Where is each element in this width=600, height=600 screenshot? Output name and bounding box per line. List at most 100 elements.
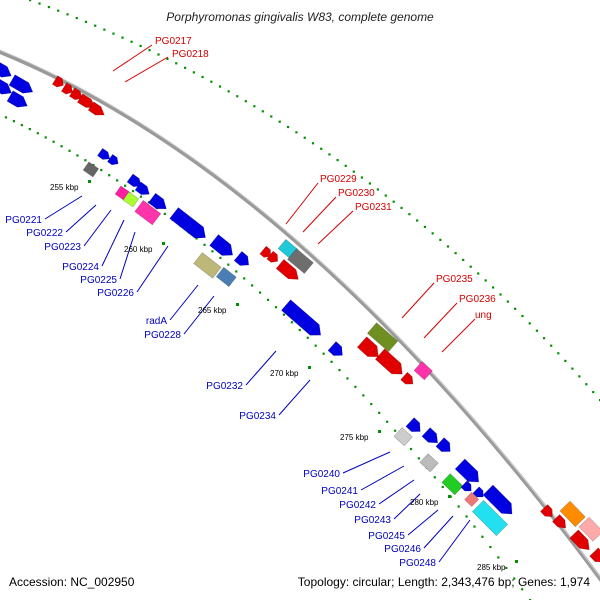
gene-arrow — [435, 437, 451, 452]
gene-label-pg0225: PG0225 — [80, 275, 117, 286]
gene-label-pg0224: PG0224 — [62, 262, 99, 273]
backbone-arc — [0, 49, 600, 582]
scale-tick-label: 285 kbp — [477, 563, 506, 572]
outer-tick-dot — [352, 170, 355, 173]
gene-arrow-pg0232 — [280, 299, 322, 336]
inner-tick-dot — [394, 429, 397, 432]
gene-box-pg0224 — [122, 191, 140, 208]
gene-label-pg0231: PG0231 — [355, 202, 392, 213]
gene-label-pg0246: PG0246 — [384, 544, 421, 555]
inner-tick-dot — [100, 169, 103, 172]
gene-box-rada — [193, 252, 222, 279]
leader-line — [285, 182, 319, 225]
inner-tick-dot — [84, 159, 87, 162]
leader-line — [423, 302, 458, 339]
outer-tick-dot — [278, 120, 281, 123]
gene-label-pg0248: PG0248 — [399, 558, 436, 569]
outer-tick-dot — [38, 2, 41, 5]
outer-tick-dot — [454, 252, 457, 255]
inner-tick-dot — [251, 284, 254, 287]
leader-line — [136, 245, 169, 293]
gene-arrow — [589, 547, 600, 563]
outer-tick-dot — [514, 307, 517, 310]
inner-tick-dot — [76, 154, 79, 157]
inner-tick-dot — [378, 411, 381, 414]
inner-tick-dot — [370, 402, 373, 406]
outer-tick-dot — [564, 359, 567, 363]
inner-tick-dot — [282, 313, 286, 316]
gene-arrow — [87, 101, 105, 116]
gene-label-pg0232: PG0232 — [206, 381, 243, 392]
outer-tick-dot — [499, 293, 502, 296]
inner-tick-dot — [52, 140, 55, 143]
outer-tick-dot — [344, 164, 347, 167]
inner-tick-dot — [338, 368, 341, 372]
outer-tick-dot — [408, 213, 411, 216]
outer-tick-dot — [376, 188, 379, 191]
inner-tick-dot — [139, 195, 143, 198]
inner-tick-dot — [465, 515, 468, 518]
leader-line — [401, 282, 435, 319]
scale-tick-mark — [88, 180, 91, 183]
gene-labels: PG0217PG0218PG0229PG0230PG0231PG0235PG02… — [5, 36, 496, 569]
outer-tick-dot — [439, 238, 442, 242]
scale-tick-mark — [515, 560, 518, 563]
outer-tick-dot — [477, 272, 480, 275]
outer-tick-dot — [328, 153, 331, 156]
leader-line — [360, 465, 405, 491]
gene-label-rada: radA — [146, 316, 167, 327]
gene-arrow-pg0218 — [60, 82, 73, 95]
outer-tick-dot — [157, 53, 160, 56]
outer-tick-dot — [423, 225, 427, 229]
inner-tick-dot — [44, 136, 47, 139]
inner-tick-dot — [243, 277, 246, 280]
gene-box — [559, 500, 586, 528]
outer-tick-dot — [592, 391, 595, 394]
outer-tick-dot — [506, 300, 509, 303]
scale-tick-label: 260 kbp — [124, 245, 153, 254]
outer-tick-dot — [585, 383, 588, 386]
gene-label-pg0217: PG0217 — [155, 36, 192, 47]
inner-tick-dot — [266, 298, 270, 301]
inner-tick-dot — [330, 360, 333, 363]
leader-line — [342, 451, 391, 474]
inner-tick-dot — [36, 132, 39, 135]
scale-tick-mark — [162, 242, 165, 245]
outer-tick-dot — [112, 32, 115, 35]
inner-tick-dot — [457, 505, 460, 508]
outer-tick-dot — [431, 232, 434, 235]
outer-tick-dot — [210, 80, 213, 83]
leader-line — [245, 350, 277, 386]
leader-line — [302, 196, 337, 233]
inner-tick-dot — [235, 270, 238, 273]
gene-arrow-pg0236 — [374, 348, 403, 375]
inner-tick-dot — [20, 123, 23, 127]
leader-line — [393, 493, 421, 520]
gene-arrow — [233, 250, 250, 266]
gene-label-pg0223: PG0223 — [44, 242, 81, 253]
inner-tick-dot — [219, 256, 222, 260]
outer-tick-dot — [360, 176, 363, 179]
gene-label-pg0242: PG0242 — [339, 500, 376, 511]
scale-tick-mark — [378, 430, 381, 433]
outer-tick-dot — [148, 49, 151, 52]
outer-tick-dot — [542, 337, 546, 340]
gene-arrow — [266, 250, 278, 263]
outer-tick-dot — [236, 95, 239, 98]
gene-arrow-pg0234 — [327, 341, 343, 356]
inner-tick-dot — [354, 385, 357, 388]
outer-tick-dot — [311, 142, 315, 145]
gene-arrow — [6, 90, 28, 108]
gene-box — [578, 516, 600, 542]
backbone-highlight — [0, 49, 600, 578]
gene-label-pg0241: PG0241 — [321, 486, 358, 497]
inner-tick-dot — [441, 485, 444, 489]
outer-tick-dot — [446, 245, 450, 248]
outer-tick-dot — [557, 352, 560, 355]
outer-tick-dot — [166, 57, 169, 60]
inner-tick-dot — [306, 336, 309, 339]
outer-tick-dot — [550, 344, 553, 347]
outer-tick-dot — [66, 13, 69, 16]
